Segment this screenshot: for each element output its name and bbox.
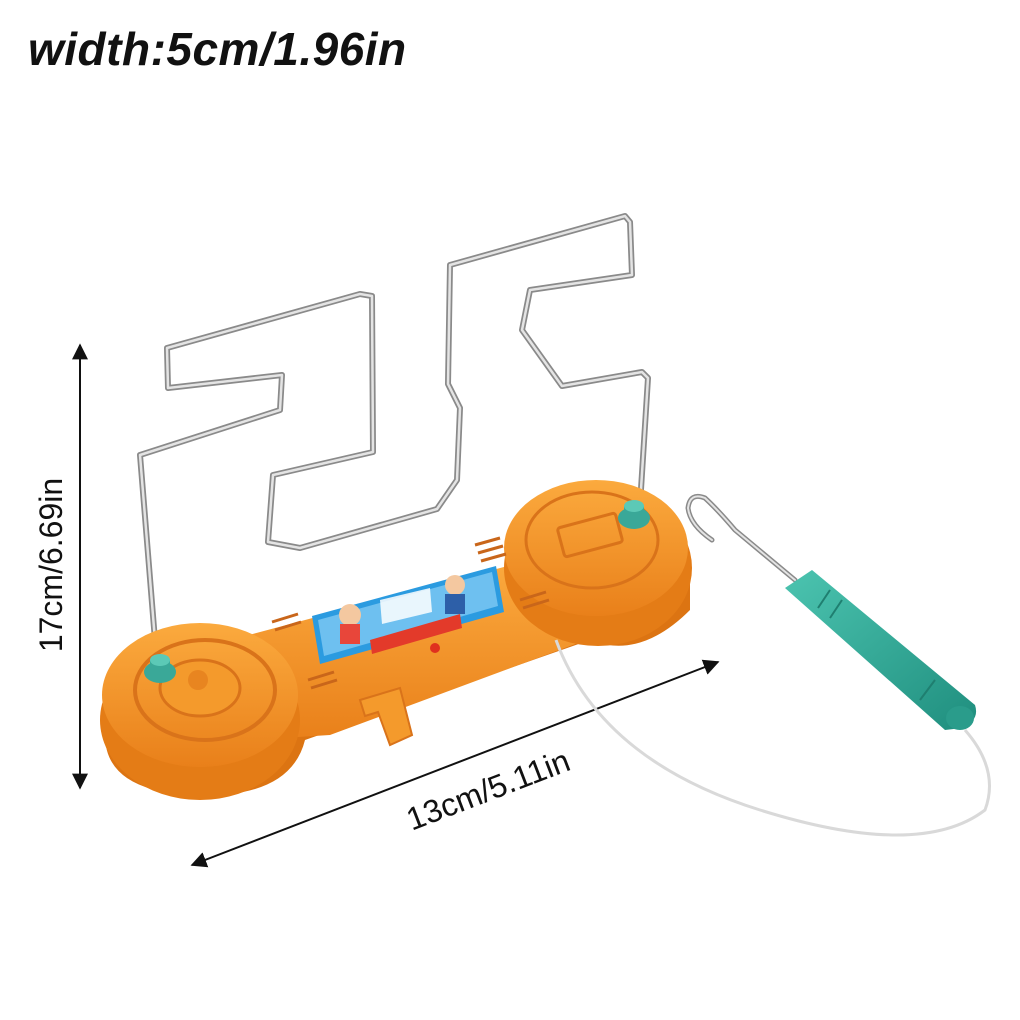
arrow-icon — [190, 659, 720, 868]
led-icon — [430, 643, 440, 653]
height-dimension: 17cm/6.69in — [33, 343, 88, 790]
hook-wand — [685, 493, 977, 730]
maze-wire — [137, 213, 651, 668]
width-title: width:5cm/1.96in — [28, 23, 407, 75]
cord — [554, 639, 991, 837]
length-label: 13cm/5.11in — [401, 742, 574, 837]
power-switch — [358, 686, 414, 747]
game-base — [100, 480, 692, 800]
height-label: 17cm/6.69in — [33, 478, 69, 652]
cartoon-sticker — [312, 566, 504, 664]
